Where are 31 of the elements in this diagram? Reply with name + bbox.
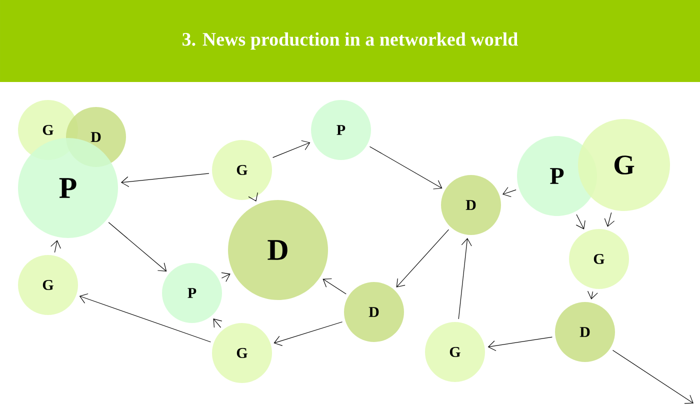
arrow	[50, 240, 61, 253]
arrow	[576, 214, 586, 230]
circle-node: P	[311, 100, 371, 160]
arrow	[502, 186, 516, 198]
arrow	[79, 293, 211, 342]
circle-node: D	[228, 200, 328, 300]
arrow	[120, 173, 210, 188]
arrow	[369, 146, 442, 190]
circle-node: D	[555, 302, 615, 362]
arrow	[274, 322, 343, 346]
circle-node: D	[441, 175, 501, 235]
arrow	[221, 272, 230, 282]
arrow	[458, 238, 472, 320]
arrow	[604, 212, 615, 227]
title-banner: 3. News production in a networked world	[0, 0, 700, 82]
circle-node: G	[212, 140, 272, 200]
circle-node: G	[18, 255, 78, 315]
circle-node: P	[162, 263, 222, 323]
arrow	[322, 278, 346, 294]
arrow	[488, 336, 552, 352]
circle-node: G	[425, 322, 485, 382]
circle-node: G	[578, 119, 670, 211]
circle-node: G	[569, 229, 629, 289]
arrow	[612, 350, 694, 404]
arrow	[108, 222, 167, 272]
arrow	[587, 290, 598, 300]
arrow	[396, 229, 449, 288]
circle-node: G	[212, 323, 272, 383]
arrow	[272, 140, 310, 158]
arrow	[213, 318, 222, 328]
circle-node: D	[344, 282, 404, 342]
